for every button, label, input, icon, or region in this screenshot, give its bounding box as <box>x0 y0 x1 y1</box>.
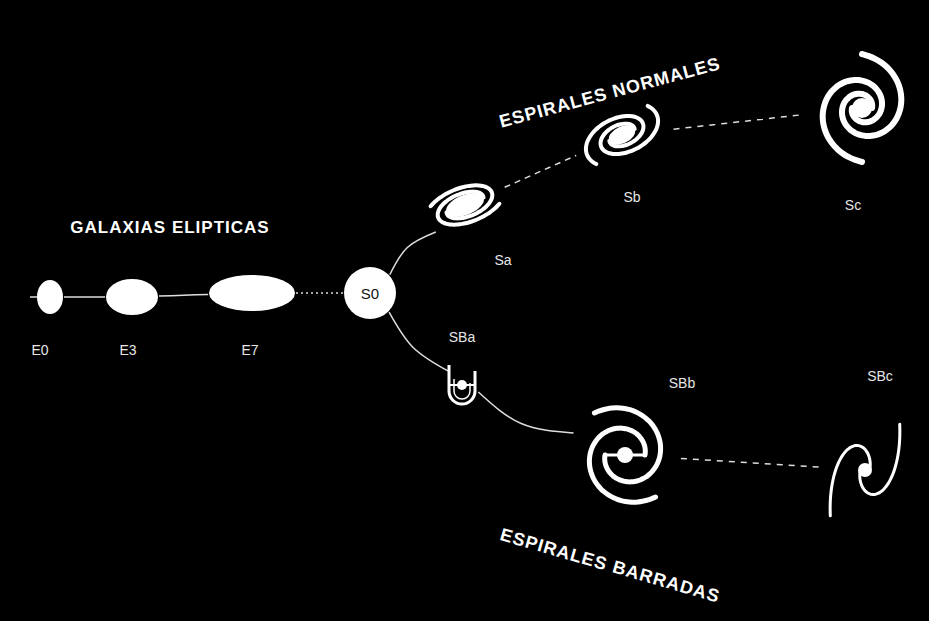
spiral-arm <box>860 424 900 494</box>
spiral-arm <box>594 104 666 162</box>
type-label: E0 <box>31 342 48 358</box>
barred-spiral-galaxy-shape <box>819 390 911 550</box>
type-label: E7 <box>241 342 258 358</box>
sequence-line <box>159 294 208 296</box>
group-heading: ESPIRALES BARRADAS <box>498 524 723 607</box>
barred-spiral-galaxy: SBa <box>445 360 479 410</box>
spiral-arm <box>830 445 870 515</box>
sequence-line <box>674 114 805 129</box>
elliptical-galaxy-shape <box>105 278 159 316</box>
galaxy-body <box>209 275 295 311</box>
type-label: SBb <box>669 375 695 391</box>
spiral-galaxy-shape <box>804 50 920 166</box>
barred-spiral-galaxy: SBc <box>819 390 911 550</box>
type-label: Sa <box>494 252 511 268</box>
spiral-arm <box>594 408 660 482</box>
galaxy-bulge <box>443 188 488 222</box>
sequence-line <box>505 155 577 187</box>
spiral-arm <box>578 108 650 166</box>
spiral-galaxy: Sc <box>804 50 920 166</box>
galaxy-body <box>37 280 63 314</box>
type-label: Sc <box>845 197 861 213</box>
elliptical-galaxy-shape <box>36 279 64 315</box>
sequence-stub <box>30 296 37 298</box>
elliptical-galaxy: E7 <box>208 274 296 312</box>
galaxy-ring <box>454 379 470 399</box>
galaxy-body <box>106 279 158 315</box>
group-heading: GALAXIAS ELIPTICAS <box>70 218 269 238</box>
spiral-galaxy: Sa <box>419 170 511 240</box>
sequence-line <box>478 392 573 433</box>
galaxy-bulge <box>852 98 872 118</box>
barred-spiral-galaxy-shape <box>569 399 681 511</box>
spiral-arm <box>589 428 655 502</box>
spiral-galaxy-shape <box>419 170 511 240</box>
elliptical-galaxy: E3 <box>105 278 159 316</box>
spiral-arm <box>428 177 497 228</box>
elliptical-galaxy-shape <box>208 274 296 312</box>
sequence-line <box>390 232 436 275</box>
node-label: S0 <box>361 285 379 302</box>
barred-spiral-galaxy: SBb <box>569 399 681 511</box>
galaxy-bulge <box>617 447 633 463</box>
galaxy-body <box>344 267 396 319</box>
elliptical-galaxy: E0 <box>36 279 64 315</box>
sequence-line <box>389 312 448 371</box>
type-label: SBa <box>449 329 475 345</box>
type-label: Sb <box>623 189 640 205</box>
barred-spiral-galaxy-shape <box>445 360 479 410</box>
sequence-line <box>64 296 105 298</box>
galaxy-bulge <box>606 121 638 148</box>
type-label: SBc <box>867 368 893 384</box>
type-label: E3 <box>119 342 136 358</box>
lenticular-galaxy: S0 <box>343 266 397 320</box>
galaxy-bulge <box>457 380 467 390</box>
sequence-line <box>681 458 819 467</box>
spiral-arm <box>823 80 882 162</box>
galaxy-ring <box>449 365 475 404</box>
galaxy-bulge <box>858 463 872 477</box>
sequence-line <box>296 292 343 294</box>
